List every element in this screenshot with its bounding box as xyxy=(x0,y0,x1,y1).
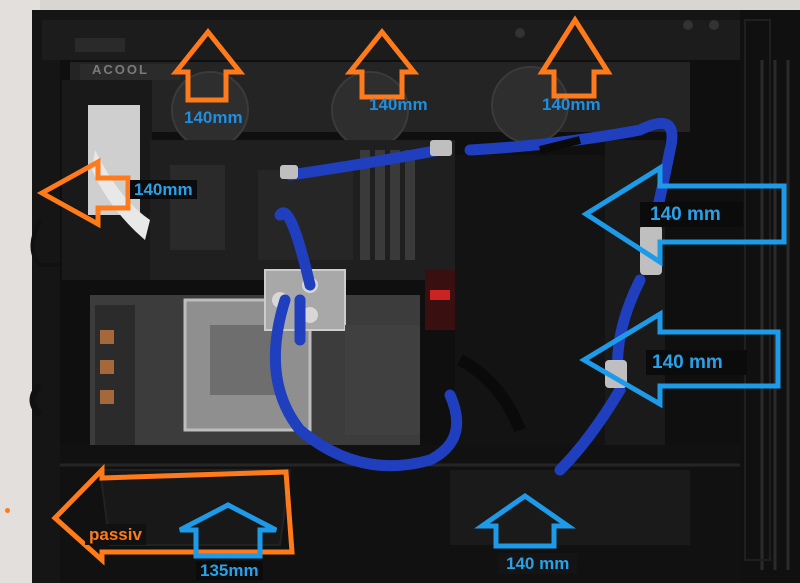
water-tubing xyxy=(269,117,678,476)
fan-label-front-middle: 140 mm xyxy=(646,350,747,375)
exhaust-arrow-left-icon xyxy=(36,157,131,229)
exhaust-arrow-up-icon xyxy=(537,15,613,99)
fan-label-front-top: 140 mm xyxy=(640,202,743,227)
intake-arrow-left-icon xyxy=(581,163,787,267)
exhaust-arrow-up-icon xyxy=(344,27,420,100)
ram-sticks xyxy=(360,150,415,260)
cpu-block xyxy=(258,170,353,260)
fan-label-bottom-left: 135mm xyxy=(196,561,263,580)
fan-label-top-left: 140mm xyxy=(184,108,243,127)
brand-logo: ACOOL xyxy=(92,62,149,77)
passive-label: passiv xyxy=(85,524,146,545)
intake-arrow-up-icon xyxy=(474,492,576,549)
top-panel xyxy=(42,20,742,60)
intake-arrows xyxy=(178,163,787,559)
exhaust-arrow-up-icon xyxy=(170,27,246,103)
fan-label-top-middle: 140mm xyxy=(369,95,428,114)
intake-arrow-left-icon xyxy=(579,309,781,409)
intake-arrow-up-icon xyxy=(178,502,278,559)
fan-label-rear: 140mm xyxy=(130,180,197,199)
fan-label-top-right: 140mm xyxy=(542,95,601,114)
motherboard-tray xyxy=(455,155,605,465)
fan-label-bottom-right: 140 mm xyxy=(498,553,578,574)
orange-dot-marker xyxy=(5,508,10,513)
